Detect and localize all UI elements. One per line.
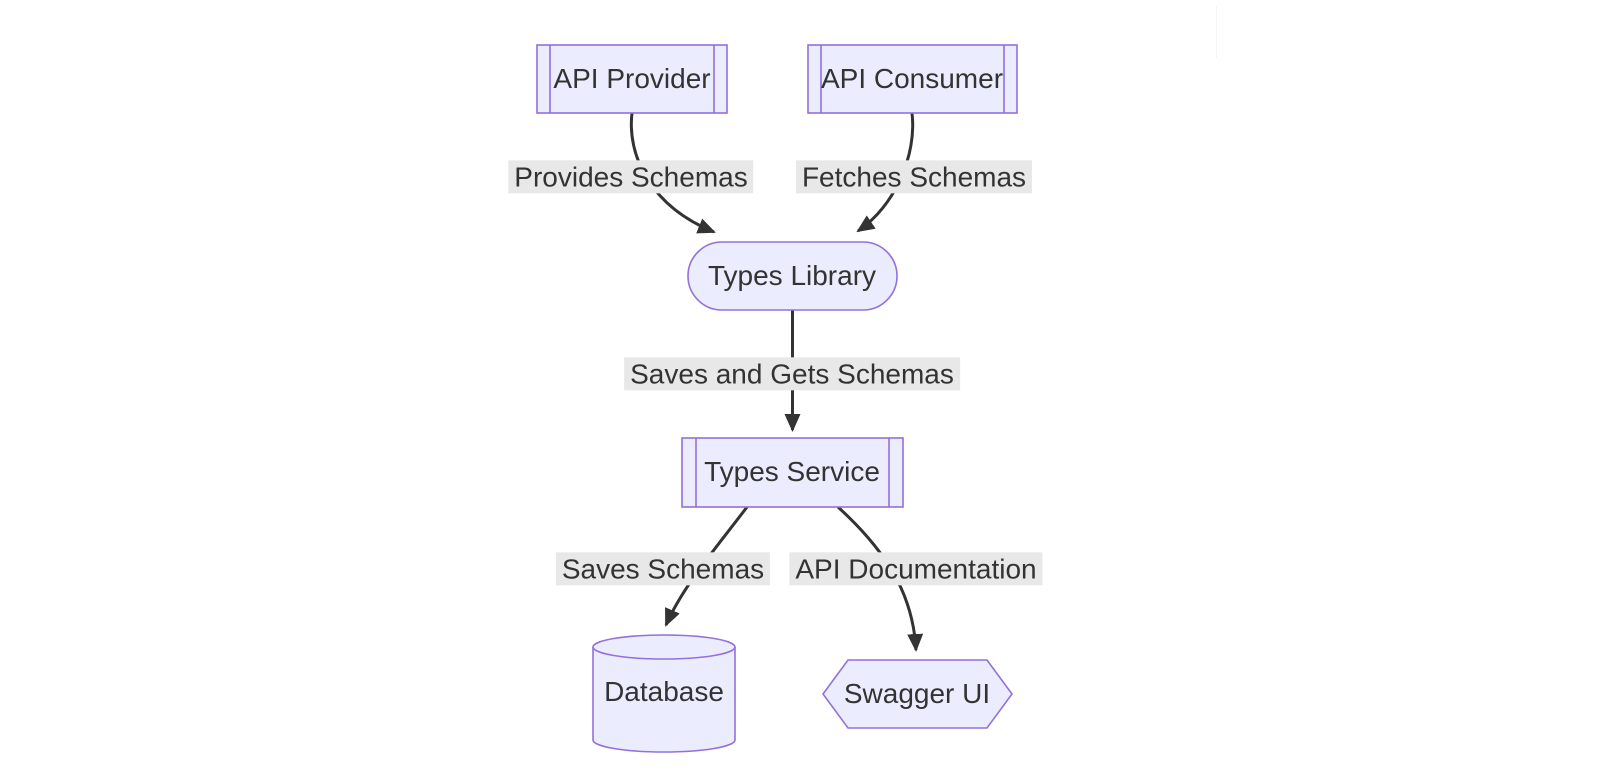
node-label-types-library: Types Library <box>707 260 877 291</box>
cylinder-rim <box>592 646 736 660</box>
edge-label-provides-schemas: Provides Schemas <box>508 160 754 194</box>
node-database <box>592 634 736 753</box>
pane-divider <box>1216 6 1217 58</box>
edge-label-api-documentation: API Documentation <box>789 552 1043 586</box>
edge-label-saves-schemas: Saves Schemas <box>555 552 771 586</box>
node-api-consumer <box>807 44 1018 114</box>
node-types-service <box>681 437 904 508</box>
node-types-library <box>687 241 898 311</box>
edge-label-saves-and-gets-schemas: Saves and Gets Schemas <box>624 357 960 391</box>
node-label-types-service: Types Service <box>704 456 880 487</box>
node-swagger-ui <box>822 659 1013 729</box>
node-api-provider <box>536 44 728 114</box>
node-label-swagger-ui: Swagger UI <box>843 678 991 709</box>
node-label-api-consumer: API Consumer <box>820 63 1004 94</box>
node-label-api-provider: API Provider <box>553 63 711 94</box>
edge-label-fetches-schemas: Fetches Schemas <box>795 160 1033 194</box>
node-label-database: Database <box>604 676 724 707</box>
